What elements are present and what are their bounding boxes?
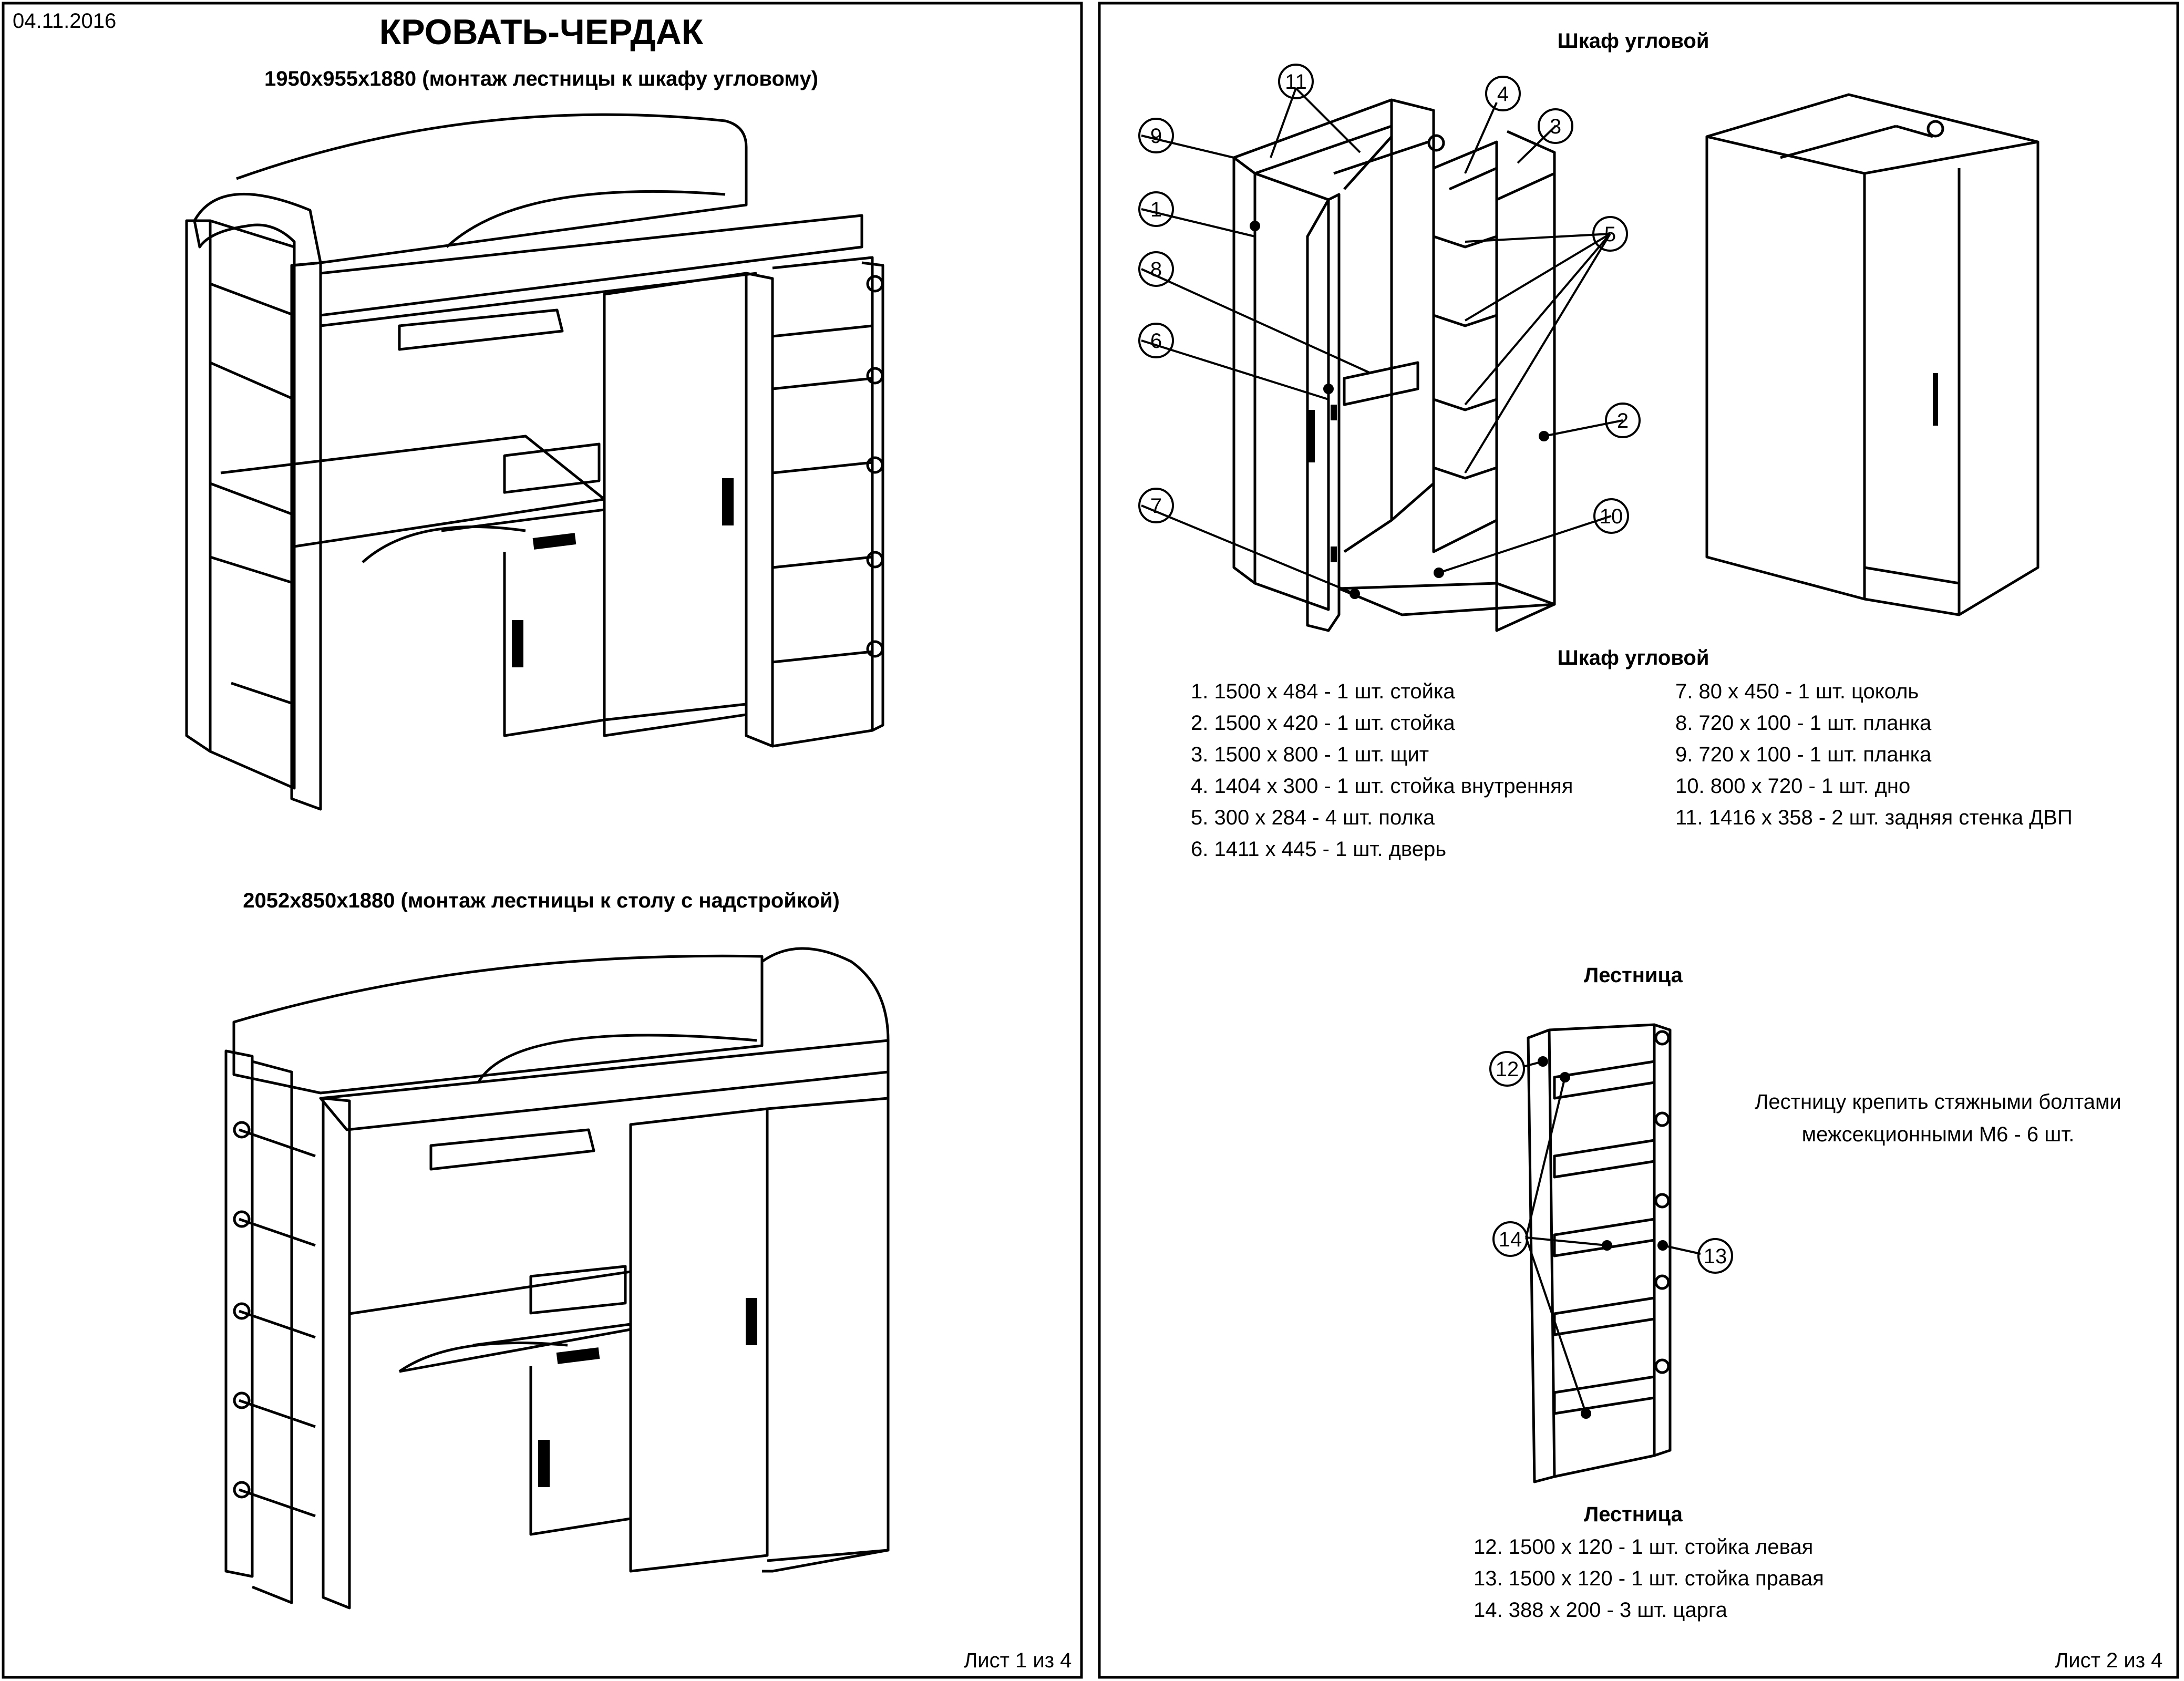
part-6: 6. 1411 х 445 - 1 шт. дверь bbox=[1191, 838, 1447, 861]
wardrobe-heading: Шкаф угловой bbox=[1557, 29, 1709, 53]
loft-bed-drawing-b bbox=[224, 947, 890, 1610]
part-3: 3. 1500 х 800 - 1 шт. щит bbox=[1191, 743, 1429, 766]
part-2: 2. 1500 х 420 - 1 шт. стойка bbox=[1191, 711, 1455, 735]
callout-4: 4 bbox=[1497, 82, 1509, 106]
wardrobe-shelves bbox=[1433, 235, 1497, 480]
part-9: 9. 720 х 100 - 1 шт. планка bbox=[1675, 743, 1932, 766]
wardrobe-parts-heading: Шкаф угловой bbox=[1557, 646, 1709, 669]
variant-a-caption: 1950х955х1880 (монтаж лестницы к шкафу у… bbox=[264, 67, 819, 90]
callout-9: 9 bbox=[1150, 125, 1162, 148]
sheet-2-frame bbox=[1098, 2, 2179, 1679]
ladder-mounting-note: Лестницу крепить стяжными болтами межсек… bbox=[1755, 1090, 2121, 1146]
part-7: 7. 80 х 450 - 1 шт. цоколь bbox=[1675, 680, 1919, 703]
loft-bed-drawing-a bbox=[185, 113, 884, 811]
part-1: 1. 1500 х 484 - 1 шт. стойка bbox=[1191, 680, 1455, 703]
wardrobe-callouts bbox=[1138, 64, 1641, 599]
part-5: 5. 300 х 284 - 4 шт. полка bbox=[1191, 806, 1435, 829]
part-11: 11. 1416 х 358 - 2 шт. задняя стенка ДВП bbox=[1675, 806, 2073, 829]
ladder-callout-labels: 12 14 13 bbox=[1496, 1058, 1727, 1268]
sheet-2: 11 4 9 3 1 5 8 6 2 7 10 bbox=[1097, 0, 2184, 1681]
part-14: 14. 388 х 200 - 3 шт. царга bbox=[1474, 1599, 1727, 1622]
sheet-2-drawings: 11 4 9 3 1 5 8 6 2 7 10 bbox=[1098, 2, 2179, 1679]
callout-10: 10 bbox=[1600, 505, 1623, 528]
ladder-rungs-b bbox=[233, 1121, 316, 1518]
part-4: 4. 1404 х 300 - 1 шт. стойка внутренняя bbox=[1191, 775, 1573, 798]
ladder-heading: Лестница bbox=[1584, 964, 1683, 987]
sheet-1-footer: Лист 1 из 4 bbox=[964, 1649, 1072, 1672]
callout-12: 12 bbox=[1496, 1058, 1519, 1081]
part-13: 13. 1500 х 120 - 1 шт. стойка правая bbox=[1474, 1567, 1824, 1590]
callout-14: 14 bbox=[1499, 1228, 1522, 1251]
sheet-1-frame bbox=[2, 2, 1083, 1679]
part-10: 10. 800 х 720 - 1 шт. дно bbox=[1675, 775, 1911, 798]
document-title: КРОВАТЬ-ЧЕРДАК bbox=[379, 12, 704, 52]
ladder-rungs bbox=[1553, 1030, 1670, 1415]
part-12: 12. 1500 х 120 - 1 шт. стойка левая bbox=[1474, 1535, 1814, 1559]
ladder-parts-heading: Лестница bbox=[1584, 1503, 1683, 1526]
callout-11: 11 bbox=[1285, 70, 1307, 94]
sheet-1-drawings bbox=[2, 2, 1083, 1679]
wardrobe-callout-labels: 11 4 9 3 1 5 8 6 2 7 10 bbox=[1150, 70, 1629, 528]
wardrobe-exploded-drawing bbox=[1232, 98, 1556, 632]
variant-b-caption: 2052х850х1880 (монтаж лестницы к столу с… bbox=[243, 889, 840, 912]
callout-5: 5 bbox=[1604, 223, 1616, 246]
callout-3: 3 bbox=[1550, 115, 1561, 138]
part-8: 8. 720 х 100 - 1 шт. планка bbox=[1675, 711, 1932, 735]
ladder-drawing bbox=[1527, 1023, 1672, 1483]
sheet-1: 04.11.2016 КРОВАТЬ-ЧЕРДАК 1950х955х1880 … bbox=[0, 0, 1087, 1681]
callout-8: 8 bbox=[1150, 258, 1162, 281]
callout-13: 13 bbox=[1704, 1245, 1727, 1268]
ladder-callouts bbox=[1489, 1051, 1733, 1419]
callout-7: 7 bbox=[1150, 494, 1162, 518]
ladder-rungs-a bbox=[772, 275, 884, 664]
wardrobe-assembled-drawing bbox=[1705, 93, 2039, 616]
callout-1: 1 bbox=[1150, 198, 1162, 221]
document-date: 04.11.2016 bbox=[13, 9, 117, 33]
callout-2: 2 bbox=[1617, 409, 1629, 432]
callout-6: 6 bbox=[1150, 329, 1162, 353]
sheet-2-footer: Лист 2 из 4 bbox=[2055, 1649, 2163, 1672]
